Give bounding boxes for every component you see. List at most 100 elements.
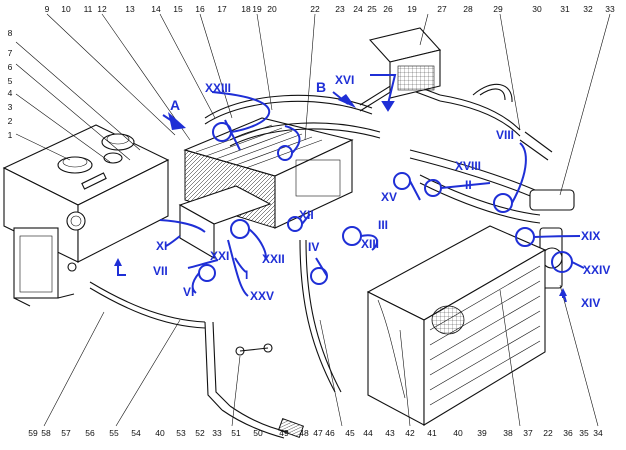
part-number-label: 27 [437,4,447,14]
part-number-label: 16 [195,4,205,14]
part-number-label: 5 [8,76,13,86]
part-number-label: 15 [173,4,183,14]
part-number-label: 7 [8,48,13,58]
part-number-label: 45 [345,428,355,438]
detail-view-marker: XVIII [455,159,481,173]
top-filter-box [368,27,442,99]
detail-view-marker: II [465,178,472,192]
detail-view-marker: XVI [335,73,354,87]
part-number-label: 20 [267,4,277,14]
detail-view-marker: XXV [250,289,274,303]
part-number-label: 39 [477,428,487,438]
part-number-label: 17 [217,4,227,14]
radiator [366,225,547,426]
pedal-assembly [89,239,342,439]
part-number-label: 26 [383,4,393,14]
part-number-label: 44 [363,428,373,438]
part-number-label: 56 [85,428,95,438]
part-number-label: 18 [241,4,251,14]
leader-lines [15,13,611,427]
part-number-label: 46 [325,428,335,438]
part-number-label: 41 [427,428,437,438]
fuel-tank [2,124,170,307]
detail-view-marker: XXIII [205,81,231,95]
part-number-label: 36 [563,428,573,438]
detail-view-marker: III [378,218,388,232]
detail-view-marker: XXIV [583,263,610,277]
part-number-label: 33 [212,428,222,438]
callout-circle [198,264,216,282]
part-number-label: 24 [353,4,363,14]
part-number-label: 1 [8,130,13,140]
assembly-linework [2,13,611,439]
callout-circle [424,179,442,197]
engine-block [178,117,354,259]
part-number-label: 13 [125,4,135,14]
detail-view-labels: XXIIIXVIVIIIXVIIIIIXVXIIIIIXIIIXIXXXIVXI… [153,73,610,310]
part-number-label: 42 [405,428,415,438]
callout-circle [230,219,250,239]
part-number-label: 2 [8,116,13,126]
part-number-label: 50 [253,428,263,438]
callout-circle [493,193,513,213]
callout-circle [393,172,411,190]
part-number-label: 57 [61,428,71,438]
upper-pipe-run [204,79,521,147]
part-number-label: 22 [310,4,320,14]
part-number-label: 28 [463,4,473,14]
part-number-label: 33 [605,4,615,14]
part-number-label: 54 [131,428,141,438]
part-number-label: 40 [453,428,463,438]
detail-view-marker: VIII [496,128,514,142]
detail-view-marker: XI [156,239,167,253]
part-number-label: 34 [593,428,603,438]
part-number-label: 25 [367,4,377,14]
part-number-label: 9 [45,4,50,14]
part-number-label: 30 [532,4,542,14]
part-number-label: 4 [8,88,13,98]
part-number-label: 49 [279,428,289,438]
part-number-label: 31 [560,4,570,14]
detail-view-marker: XV [381,190,397,204]
detail-view-marker: I [245,268,248,282]
part-number-label: 8 [8,28,13,38]
part-number-label: 6 [8,62,13,72]
detail-markers [114,74,585,303]
part-number-label: 10 [61,4,71,14]
view-direction-labels: AB [170,79,326,113]
view-direction-letter: A [170,97,180,113]
detail-view-marker: XII [299,208,314,222]
part-number-label: 12 [97,4,107,14]
part-number-label: 23 [335,4,345,14]
detail-view-marker: XIII [361,237,379,251]
part-number-label: 11 [84,4,93,14]
view-direction-letter: B [316,79,326,95]
part-number-label: 35 [579,428,589,438]
part-number-label: 48 [299,428,309,438]
detail-view-marker: XIV [581,296,600,310]
part-number-label: 53 [176,428,186,438]
part-number-label: 14 [151,4,161,14]
part-number-label: 55 [109,428,119,438]
part-number-label: 51 [231,428,241,438]
part-number-label: 58 [41,428,51,438]
callout-circle [342,226,362,246]
part-number-label: 29 [493,4,503,14]
detail-view-marker: XIX [581,229,600,243]
part-number-label: 40 [155,428,165,438]
part-number-label: 59 [28,428,38,438]
part-number-label: 47 [313,428,323,438]
part-number-label: 19 [252,4,262,14]
part-number-label: 37 [523,428,533,438]
part-number-label: 32 [583,4,593,14]
part-number-label: 52 [195,428,205,438]
part-number-label: 19 [407,4,417,14]
part-number-label: 38 [503,428,513,438]
detail-view-marker: IV [308,240,319,254]
detail-view-marker: XXI [210,249,229,263]
